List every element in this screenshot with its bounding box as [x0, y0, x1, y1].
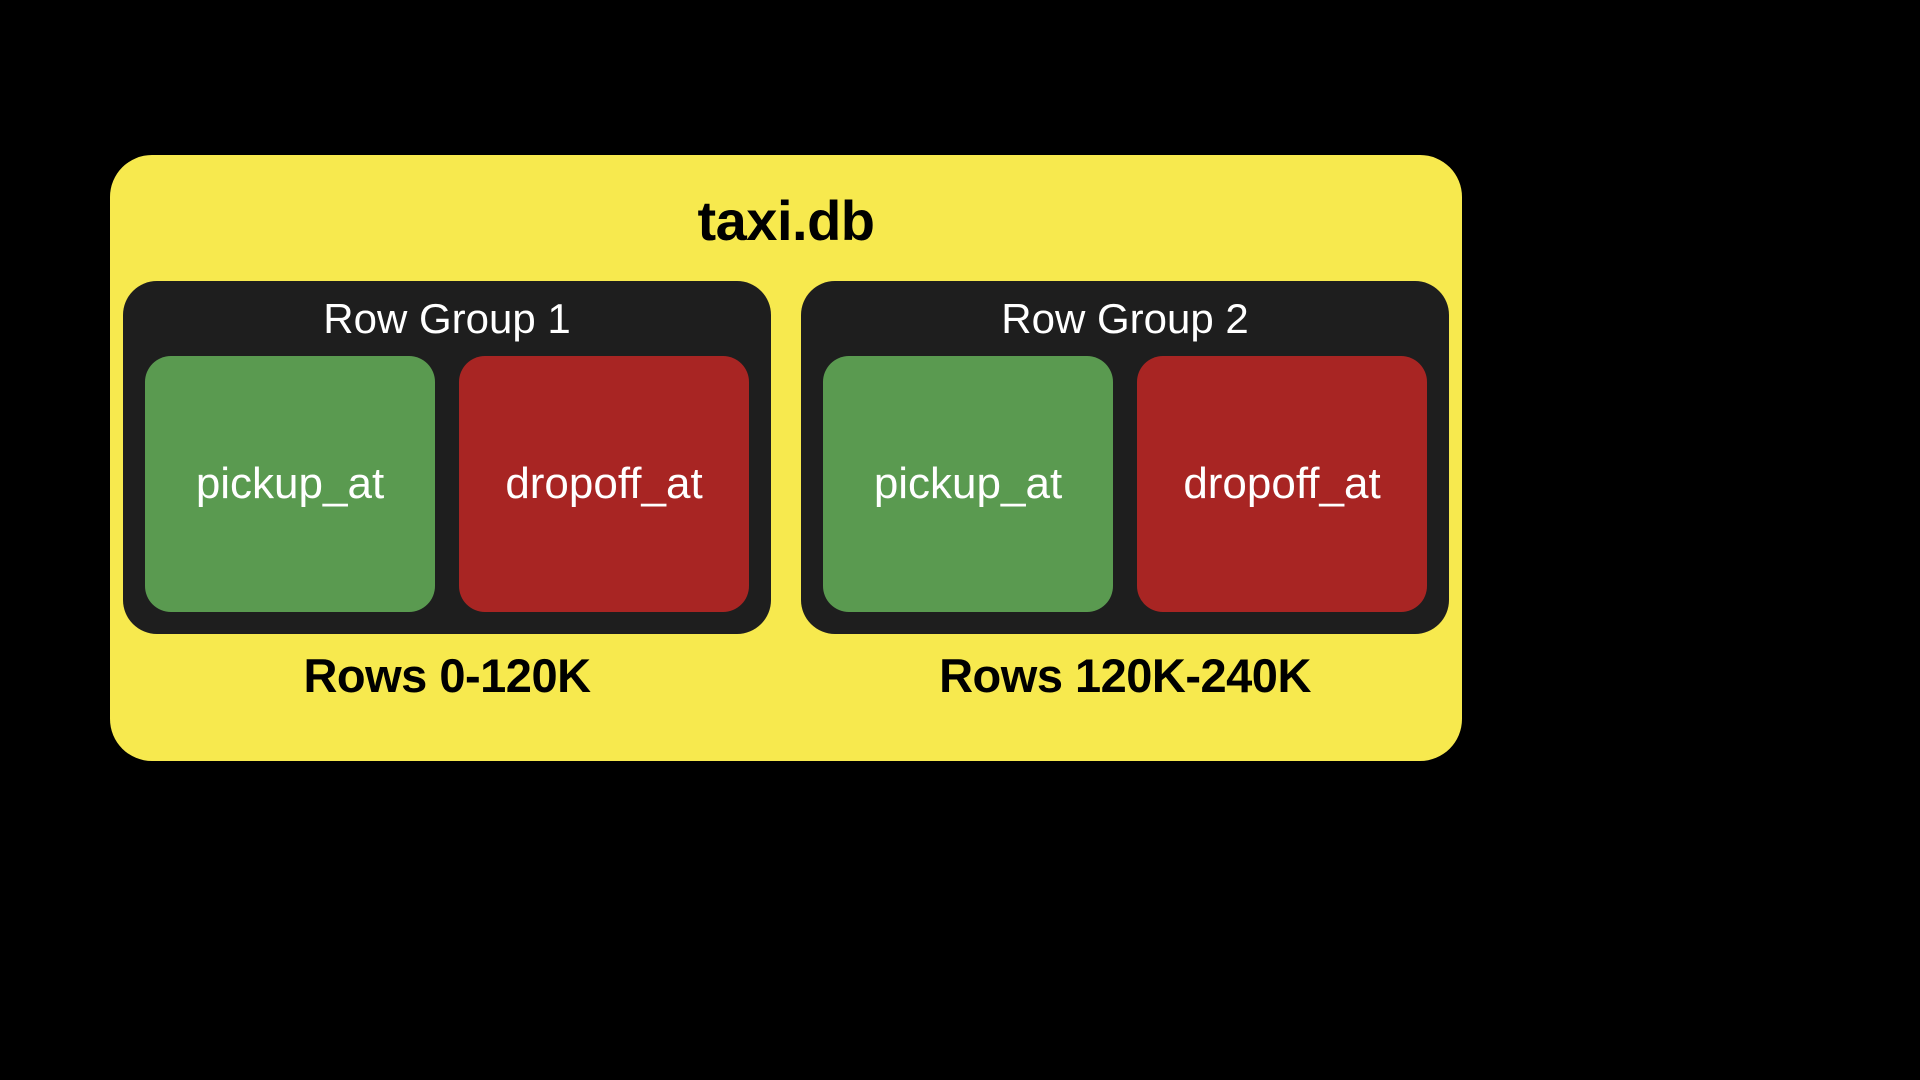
row-group-list: Row Group 1 pickup_at dropoff_at Rows 0-…: [110, 281, 1462, 699]
row-group-2-column-dropoff-at: dropoff_at: [1137, 356, 1427, 613]
database-card: taxi.db Row Group 1 pickup_at dropoff_at: [110, 155, 1462, 761]
column-label: pickup_at: [195, 459, 385, 509]
column-label: dropoff_at: [505, 459, 703, 509]
row-group-2: Row Group 2 pickup_at dropoff_at Rows 12…: [801, 281, 1449, 699]
row-group-2-column-pickup-at: pickup_at: [823, 356, 1113, 613]
row-group-1: Row Group 1 pickup_at dropoff_at Rows 0-…: [123, 281, 771, 699]
database-title: taxi.db: [697, 189, 875, 252]
row-group-2-panel: Row Group 2 pickup_at dropoff_at: [801, 281, 1449, 635]
row-group-2-row-range: Rows 120K-240K: [939, 649, 1311, 703]
row-group-1-panel: Row Group 1 pickup_at dropoff_at: [123, 281, 771, 635]
row-group-1-column-pickup-at: pickup_at: [145, 356, 435, 613]
row-group-1-column-dropoff-at: dropoff_at: [459, 356, 749, 613]
row-group-1-columns: pickup_at dropoff_at: [145, 356, 749, 613]
column-label: pickup_at: [873, 459, 1063, 509]
row-group-1-row-range: Rows 0-120K: [303, 649, 591, 703]
row-group-2-columns: pickup_at dropoff_at: [823, 356, 1427, 613]
row-group-2-label: Row Group 2: [1001, 295, 1249, 342]
row-group-1-label: Row Group 1: [323, 295, 571, 342]
column-label: dropoff_at: [1183, 459, 1381, 509]
